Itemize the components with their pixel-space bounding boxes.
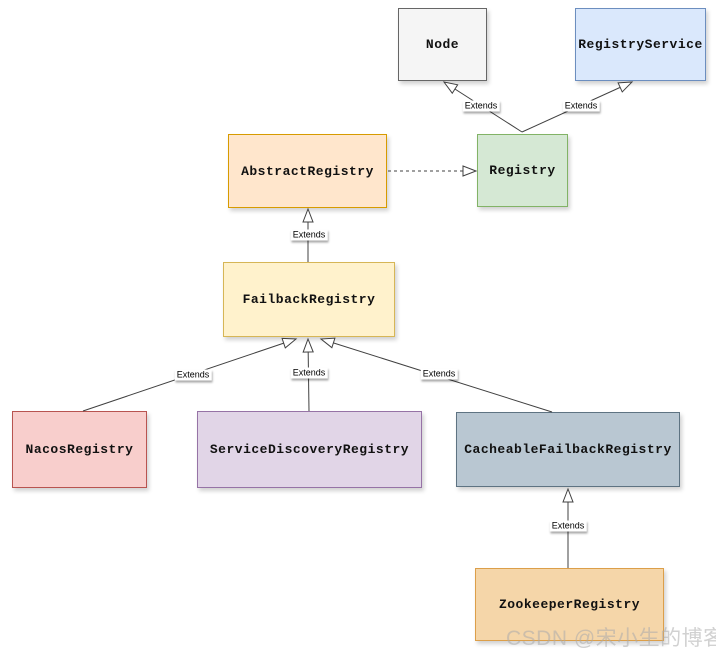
edge-label-extends: Extends: [420, 368, 458, 380]
class-box-registry: Registry: [477, 134, 568, 207]
class-name-label: ZookeeperRegistry: [498, 597, 641, 612]
edge-label-extends: Extends: [549, 520, 587, 532]
class-name-label: RegistryService: [578, 37, 703, 52]
class-box-service-discovery-registry: ServiceDiscoveryRegistry: [197, 411, 422, 488]
class-box-node: Node: [398, 8, 487, 81]
edge-label-extends: Extends: [174, 369, 212, 381]
class-box-cacheable-failback-registry: CacheableFailbackRegistry: [456, 412, 680, 487]
class-box-abstract-registry: AbstractRegistry: [228, 134, 387, 208]
class-box-failback-registry: FailbackRegistry: [223, 262, 395, 337]
edge-label-extends: Extends: [290, 229, 328, 241]
class-name-label: AbstractRegistry: [241, 163, 374, 179]
edge-label-extends: Extends: [562, 100, 600, 112]
class-name-label: FailbackRegistry: [242, 292, 376, 307]
class-box-registry-service: RegistryService: [575, 8, 706, 81]
class-name-label: Node: [425, 37, 460, 52]
class-name-label: Registry: [489, 163, 556, 178]
class-box-zookeeper-registry: ZookeeperRegistry: [475, 568, 664, 641]
class-box-nacos-registry: NacosRegistry: [12, 411, 147, 488]
class-name-label: ServiceDiscoveryRegistry: [209, 442, 410, 457]
edge-label-extends: Extends: [462, 100, 500, 112]
class-name-label: CacheableFailbackRegistry: [464, 442, 672, 457]
csdn-watermark: CSDN @宋小生的博客: [506, 627, 716, 650]
edge-label-extends: Extends: [290, 367, 328, 379]
class-name-label: NacosRegistry: [25, 442, 134, 457]
